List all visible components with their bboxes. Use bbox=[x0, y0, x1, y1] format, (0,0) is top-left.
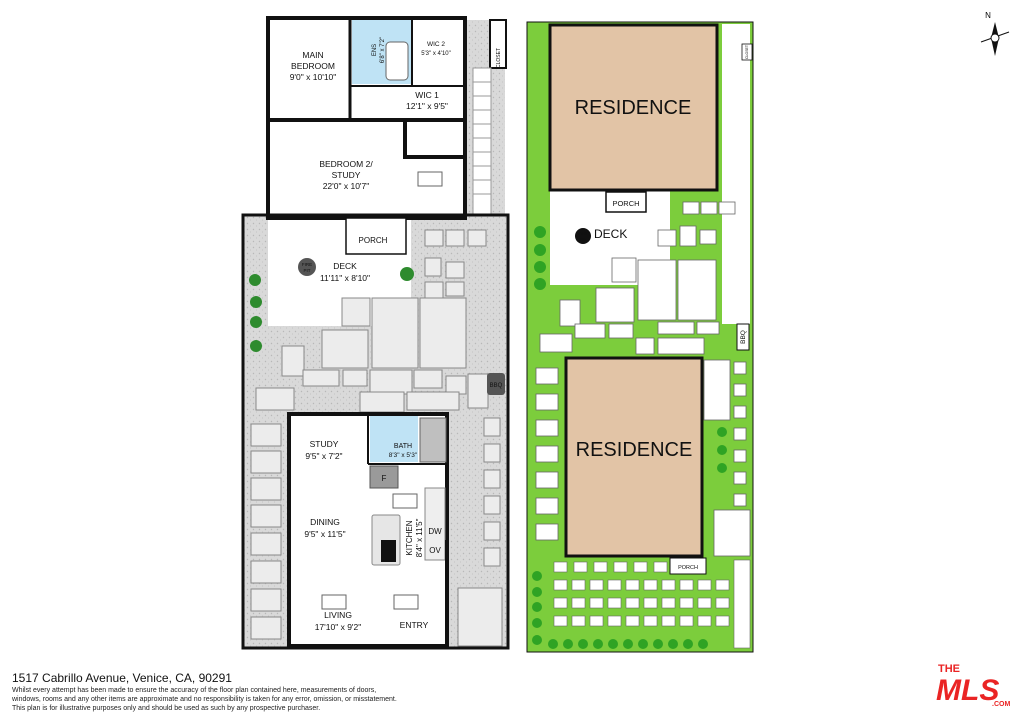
site-plan: RESIDENCE RESIDENCE PORCH PORCH FIRE PIT… bbox=[526, 21, 754, 653]
site-porch-top bbox=[605, 191, 647, 213]
site-bottom-pavers bbox=[553, 559, 751, 649]
ov-label: OV bbox=[429, 546, 441, 555]
fridge-label: F bbox=[382, 474, 387, 483]
site-porch-bottom-label: PORCH bbox=[678, 565, 698, 571]
site-porch-bottom bbox=[669, 557, 707, 575]
fridge-unit bbox=[369, 465, 399, 489]
dining-bench bbox=[392, 493, 418, 509]
deck-label: DECK bbox=[333, 261, 357, 271]
site-paver-stones bbox=[535, 201, 751, 557]
wic1-dims: 12'1" x 9'5" bbox=[406, 101, 448, 111]
living-label: LIVING bbox=[324, 610, 352, 620]
site-fire-pit-icon bbox=[575, 228, 591, 244]
wic2-label: WIC 2 bbox=[427, 41, 445, 48]
bbq-label: BBQ bbox=[490, 383, 503, 389]
yard-boundary bbox=[241, 213, 510, 650]
disclaimer-line: This plan is for illustrative purposes o… bbox=[12, 705, 321, 712]
site-tree-icons bbox=[532, 226, 727, 649]
residence-top bbox=[548, 23, 719, 192]
fire-pit-label: FIRE bbox=[302, 262, 312, 267]
bbq-icon bbox=[487, 373, 505, 395]
main-bedroom-label-2: BEDROOM bbox=[291, 61, 335, 71]
residence-top-label: RESIDENCE bbox=[575, 97, 692, 119]
ens-label: ENS bbox=[372, 44, 378, 56]
bedroom2-label-2: STUDY bbox=[332, 170, 361, 180]
porch-label: PORCH bbox=[359, 236, 388, 245]
site-fire-pit-label-2: PIT bbox=[580, 237, 587, 242]
disclaimer: Whilst every attempt has been made to en… bbox=[12, 686, 442, 713]
fire-pit-icon bbox=[298, 258, 316, 276]
logo-com: .COM bbox=[992, 701, 1010, 708]
floor-plan: MAIN BEDROOM 9'0" x 10'10" ENS 6'8" x 7'… bbox=[241, 16, 510, 650]
disclaimer-line: windows, rooms and any other items are a… bbox=[12, 696, 397, 703]
bed-bench bbox=[417, 171, 443, 187]
dw-label: DW bbox=[428, 527, 442, 536]
wic1-label: WIC 1 bbox=[415, 90, 439, 100]
bedroom2-dims: 22'0" x 10'7" bbox=[323, 181, 370, 191]
site-deck-label: DECK bbox=[594, 227, 627, 241]
site-fire-pit-label: FIRE bbox=[578, 231, 587, 236]
closet-label: CLOSET bbox=[496, 48, 502, 68]
study-dims: 9'5" x 7'2" bbox=[305, 451, 342, 461]
logo-mls: MLS bbox=[936, 674, 999, 707]
paver-stones bbox=[250, 229, 503, 647]
wic2-dims: 5'3" x 4'10" bbox=[421, 51, 451, 57]
dining-dims: 9'5" x 11'5" bbox=[304, 529, 345, 539]
living-chair-1 bbox=[321, 594, 347, 610]
ens-dims: 6'8" x 7'2" bbox=[380, 37, 386, 63]
bath-floor bbox=[370, 416, 418, 462]
bathtub bbox=[385, 41, 409, 81]
bedroom2-label: BEDROOM 2/ bbox=[319, 159, 373, 169]
bath-dims: 8'3" x 5'3" bbox=[389, 452, 418, 459]
residence-bottom-label: RESIDENCE bbox=[576, 439, 693, 461]
north-arrow-icon: N bbox=[980, 11, 1010, 56]
living-chair-2 bbox=[393, 594, 419, 610]
cooktop-icon bbox=[381, 540, 396, 562]
property-address: 1517 Cabrillo Avenue, Venice, CA, 90291 bbox=[12, 671, 232, 685]
logo-the: THE bbox=[938, 663, 960, 675]
plant-icons bbox=[249, 267, 414, 352]
site-bbq-label: BBQ bbox=[740, 330, 747, 344]
main-bedroom-label: MAIN bbox=[302, 50, 323, 60]
site-closet-label: CLOSET bbox=[745, 44, 749, 59]
entry-label: ENTRY bbox=[400, 620, 429, 630]
dining-label: DINING bbox=[310, 517, 340, 527]
fire-pit-label-2: PIT bbox=[303, 268, 310, 273]
porch-floor bbox=[345, 217, 407, 255]
kitchen-counter bbox=[424, 487, 446, 561]
site-porch-top-label: PORCH bbox=[612, 199, 639, 208]
bath-label: BATH bbox=[394, 443, 412, 450]
north-label: N bbox=[985, 11, 991, 20]
disclaimer-line: Whilst every attempt has been made to en… bbox=[12, 687, 377, 694]
the-mls-logo: THE MLS .COM bbox=[936, 663, 1010, 708]
side-steps bbox=[472, 67, 492, 217]
deck-dims: 11'11" x 8'10" bbox=[320, 273, 370, 283]
side-walk bbox=[722, 24, 750, 324]
study-label: STUDY bbox=[310, 439, 339, 449]
residence-bottom bbox=[564, 356, 704, 558]
closet-strip bbox=[489, 19, 507, 69]
kitchen-dims: 8'4" x 11'5" bbox=[415, 518, 424, 557]
site-bbq bbox=[736, 323, 750, 351]
main-bedroom-dims: 9'0" x 10'10" bbox=[290, 72, 337, 82]
living-dims: 17'10" x 9'2" bbox=[315, 622, 362, 632]
kitchen-label: KITCHEN bbox=[405, 520, 414, 555]
laundry-unit bbox=[419, 417, 447, 463]
site-closet bbox=[741, 43, 753, 61]
